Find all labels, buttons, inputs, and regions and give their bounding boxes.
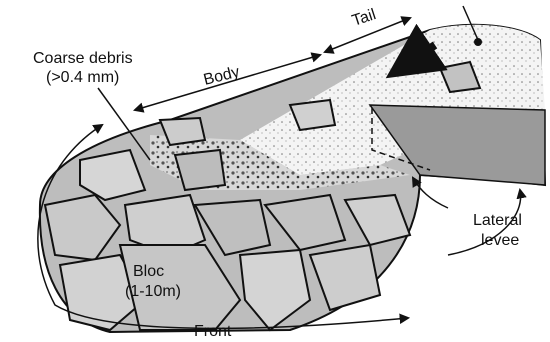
label-coarse-debris-2: (>0.4 mm) <box>46 69 119 86</box>
label-bloc-2: (1-10m) <box>125 283 181 300</box>
tail-pointer-dot <box>474 38 482 46</box>
label-tail: Tail <box>350 6 378 30</box>
label-front: Front <box>194 323 232 340</box>
label-bloc-1: Bloc <box>133 263 164 280</box>
label-lateral-levee-2: levee <box>481 232 519 249</box>
label-lateral-levee-1: Lateral <box>473 212 522 229</box>
label-body: Body <box>202 64 241 89</box>
label-coarse-debris-1: Coarse debris <box>33 50 133 67</box>
